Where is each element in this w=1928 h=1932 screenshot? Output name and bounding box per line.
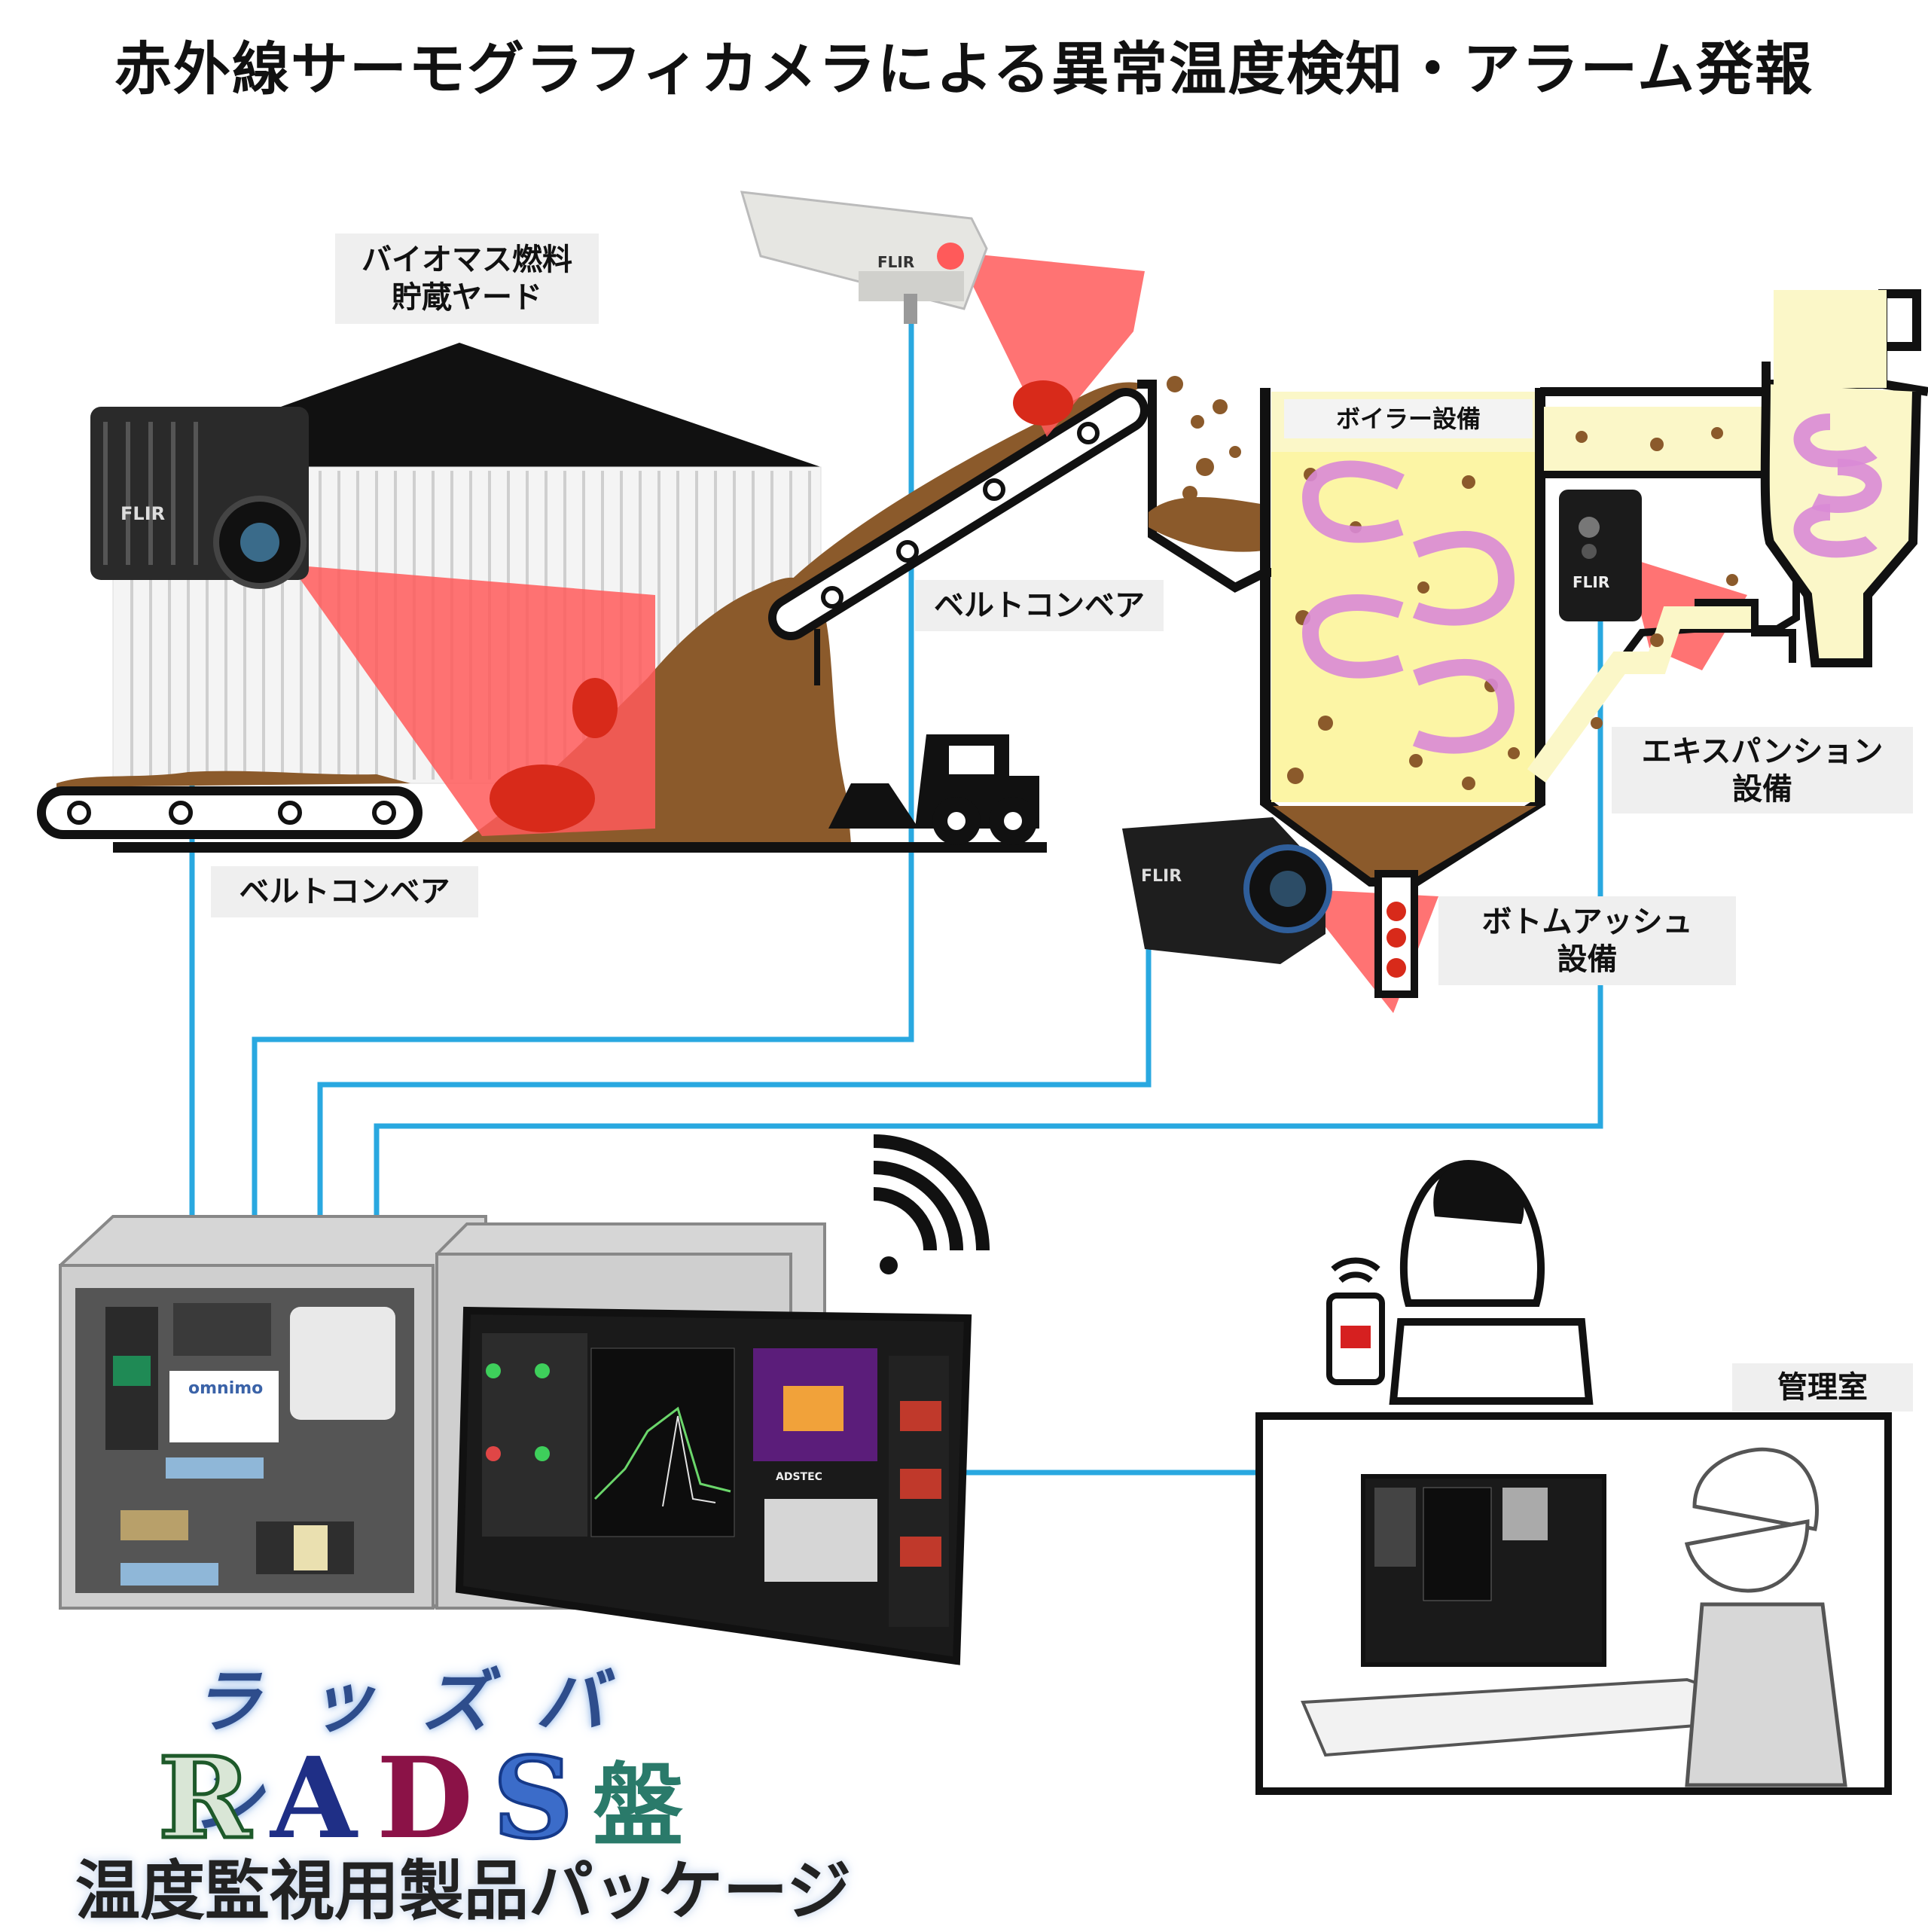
- monitoring-screen: ADSTEC: [455, 1306, 972, 1665]
- compact-thermal-camera-expansion: FLIR: [1559, 490, 1642, 621]
- label-control-room: 管理室: [1732, 1363, 1913, 1412]
- adstec-label: ADSTEC: [776, 1471, 822, 1483]
- thermal-camera-bottom-ash: FLIR: [1122, 817, 1332, 964]
- label-biomass-yard: バイオマス燃料 貯蔵ヤード: [335, 233, 599, 324]
- label-expansion: エキスパンション 設備: [1612, 727, 1913, 813]
- omnimo-label: omnimo: [188, 1379, 263, 1398]
- label-belt-conveyor-upper: ベルトコンベア: [915, 580, 1164, 631]
- lower-belt-conveyor: [37, 771, 1047, 853]
- label-bottom-ash: ボトムアッシュ 設備: [1438, 896, 1736, 985]
- inclined-belt-conveyor: [768, 388, 1149, 685]
- logo-letter-d: D: [376, 1732, 493, 1863]
- combustion-swirl-arrows: [1301, 414, 1882, 754]
- brand-subtitle: 温度監視用製品パッケージ: [75, 1854, 852, 1929]
- fuel-particles: [1167, 376, 1738, 790]
- flir-logo: FLIR: [1141, 867, 1182, 886]
- wheel-loader: [828, 734, 1039, 845]
- control-room: [1255, 1412, 1892, 1795]
- hot-spots: [490, 380, 1073, 832]
- flir-logo: FLIR: [1573, 573, 1609, 591]
- logo-letter-ban: 盤: [593, 1754, 703, 1859]
- network-cables: [189, 316, 1603, 1476]
- label-belt-conveyor-lower: ベルトコンベア: [211, 866, 478, 917]
- rads-ban-logo: RADS盤: [157, 1731, 703, 1866]
- wireless-signal-icon: [873, 1134, 990, 1274]
- page-title: 赤外線サーモグラフィカメラによる異常温度検知・アラーム発報: [114, 35, 1814, 102]
- operator-with-alarm-phone: [1326, 1159, 1594, 1405]
- label-boiler: ボイラー設備: [1284, 399, 1533, 438]
- logo-letter-r: R: [157, 1731, 270, 1866]
- logo-letter-s: S: [491, 1731, 593, 1865]
- logo-letter-a: A: [270, 1732, 377, 1863]
- flir-logo: FLIR: [877, 253, 914, 271]
- brand-kana: ラッズバン: [192, 1662, 651, 1842]
- housing-thermal-camera-conveyor: FLIR: [740, 191, 988, 324]
- flir-logo: FLIR: [120, 503, 165, 524]
- fixed-thermal-camera-yard: FLIR: [90, 407, 309, 589]
